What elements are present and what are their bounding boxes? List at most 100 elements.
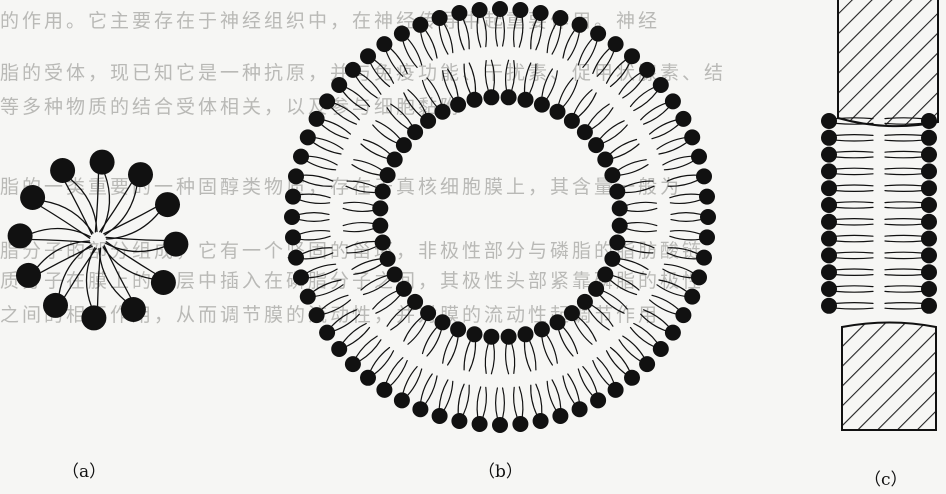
lipid-tail (491, 344, 494, 374)
lipid-tail (106, 242, 156, 274)
lipid-tail (334, 103, 359, 120)
lipid-molecule (667, 248, 712, 266)
lipid-molecule (641, 93, 681, 124)
lipid-tail (519, 387, 523, 417)
micelle (8, 150, 189, 331)
lipid-head (372, 218, 388, 234)
lipid-tail (836, 157, 873, 158)
lipid-head (577, 124, 593, 140)
lipid-tail (885, 207, 922, 208)
lipid-head (151, 270, 176, 295)
lipid-molecule (885, 214, 937, 230)
lipid-tail (300, 194, 330, 198)
lipid-molecule (885, 147, 937, 163)
lipid-tail (324, 120, 350, 134)
lipid-tail (70, 179, 97, 232)
lipid-head (604, 167, 620, 183)
lipid-head (577, 294, 593, 310)
lipid-tail (603, 125, 627, 143)
lipid-molecule (531, 5, 549, 50)
lipid-tail (836, 202, 873, 203)
lipid-molecule (343, 218, 388, 234)
lipid-head (572, 17, 588, 33)
lipid-tail (404, 317, 422, 341)
lipid-tail (613, 276, 639, 290)
lipid-tail (524, 342, 530, 371)
lipid-molecule (609, 235, 654, 253)
lipid-tail (559, 78, 573, 104)
lipid-head (293, 269, 309, 285)
lipid-tail (603, 291, 627, 309)
lipid-tail (343, 92, 366, 111)
lipid-tail (885, 140, 922, 141)
lipid-tail (506, 344, 509, 374)
lipid-tail (563, 327, 577, 353)
lipid-tail (836, 252, 873, 253)
lipid-tail (667, 175, 696, 181)
lipid-head (380, 167, 396, 183)
lipid-head (821, 231, 837, 247)
lipid-molecule (631, 77, 669, 111)
lipid-head (16, 263, 41, 288)
lipid-molecule (821, 231, 873, 247)
lipid-molecule (501, 60, 517, 105)
lipid-head (612, 218, 628, 234)
lipid-tail (403, 41, 417, 67)
lipid-molecule (412, 374, 437, 417)
lipid-tail (631, 328, 654, 347)
lipid-head (921, 197, 937, 213)
lipid-tail (836, 140, 873, 141)
lipid-tail (65, 182, 92, 235)
lipid-molecule (593, 36, 624, 76)
lipid-tail (469, 63, 475, 92)
lipid-head (821, 298, 837, 314)
lipid-tail (303, 175, 332, 181)
lipid-head (564, 113, 580, 129)
lipid-head (609, 184, 625, 200)
lipid-tail (885, 224, 922, 225)
lipid-tail (423, 327, 437, 353)
lipid-head (665, 325, 681, 341)
lipid-tail (300, 200, 330, 204)
lipid-tail (836, 269, 873, 270)
lipid-bilayer-membrane (821, 0, 938, 430)
lipid-tail (641, 103, 666, 120)
lipid-head (821, 163, 837, 179)
lipid-tail (477, 387, 481, 417)
lipid-tail (593, 361, 610, 386)
lipid-head (450, 321, 466, 337)
lipid-head (550, 104, 566, 120)
lipid-tail (559, 330, 573, 356)
lipid-head (921, 247, 937, 263)
lipid-tail (302, 180, 331, 186)
lipid-head (43, 293, 68, 318)
lipid-molecule (518, 63, 536, 108)
lipid-head (20, 185, 45, 210)
lipid-head (921, 264, 937, 280)
lipid-molecule (104, 192, 180, 239)
lipid-head (345, 356, 361, 372)
lipid-tail (347, 247, 376, 253)
lipid-molecule (472, 387, 488, 432)
lipid-tail (512, 61, 515, 91)
lipid-head (376, 382, 392, 398)
lipid-head (432, 408, 448, 424)
lipid-tail (343, 208, 373, 211)
lipid-head (483, 89, 499, 105)
lipid-tail (657, 138, 685, 150)
lipid-tail (299, 220, 329, 222)
lipid-tail (364, 280, 390, 294)
lipid-tail (836, 258, 873, 259)
lipid-tail (356, 77, 377, 98)
lipid-molecule (619, 62, 655, 98)
lipid-tail (346, 328, 369, 347)
lipid-tail (588, 309, 609, 330)
lipid-head (450, 97, 466, 113)
lipid-molecule (512, 387, 528, 432)
lipid-head (921, 214, 937, 230)
lipid-molecule (671, 209, 716, 225)
lipid-molecule (821, 163, 873, 179)
lipid-tail (885, 168, 922, 169)
lipid-tail (578, 369, 592, 396)
